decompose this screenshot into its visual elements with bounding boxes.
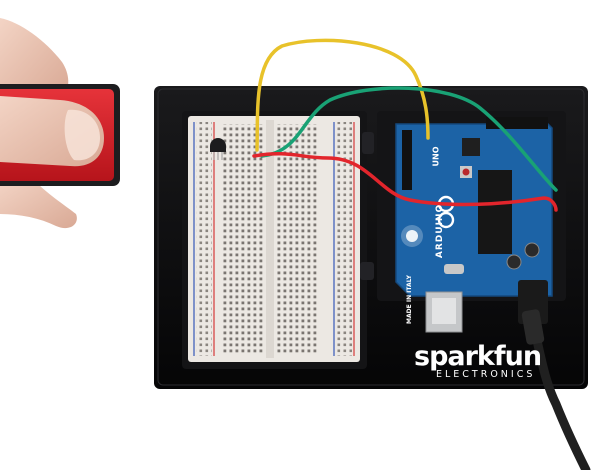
usb-chip — [462, 138, 480, 156]
capacitor — [506, 254, 522, 270]
hand-with-button — [0, 18, 120, 229]
power-header — [402, 130, 412, 190]
microcontroller-chip — [478, 170, 512, 254]
brand-subtitle: ELECTRONICS — [436, 369, 536, 380]
yellow-wire — [255, 38, 430, 152]
hand — [0, 18, 69, 96]
sparkfun-logo: sparkfun ELECTRONICS — [414, 341, 564, 381]
board-model-label: UNO — [431, 146, 441, 167]
brand-name: sparkfun — [414, 341, 542, 372]
green-wire — [260, 86, 558, 192]
board-maker-label: ARDUINO — [435, 203, 446, 259]
hand-lower — [0, 180, 77, 229]
thumbnail — [64, 109, 100, 161]
power-cable — [527, 313, 591, 470]
power-led — [406, 230, 418, 242]
breadboard — [188, 116, 360, 362]
arduino-board — [395, 117, 553, 333]
temperature-sensor — [210, 138, 226, 160]
jumper-wires — [252, 38, 558, 212]
red-wire — [252, 152, 558, 212]
board-origin-label: MADE IN ITALY — [405, 275, 413, 324]
capacitor — [524, 242, 540, 258]
